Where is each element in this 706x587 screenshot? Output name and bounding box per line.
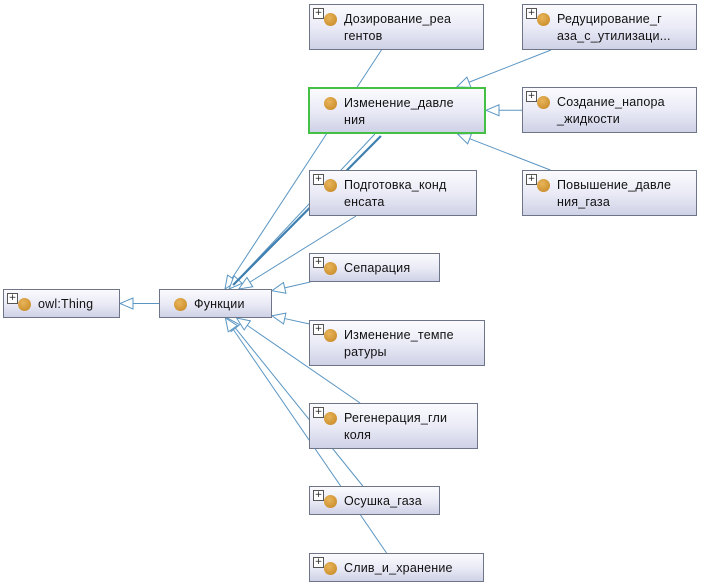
plus-icon[interactable]: + — [313, 8, 324, 19]
node-label: Редуцирование_г аза_с_утилизаци... — [557, 12, 671, 43]
arrowhead-izmenenie-temperatury — [270, 312, 287, 325]
plus-icon[interactable]: + — [313, 174, 324, 185]
class-dot-icon — [324, 562, 337, 575]
node-dozirovanie-reagentov[interactable]: + Дозирование_реа гентов — [309, 4, 484, 50]
edge-povyshenie-davleniya-gaza-to-izmenenie-davleniya — [469, 138, 551, 171]
node-povyshenie-davleniya-gaza[interactable]: + Повышение_давле ния_газа — [522, 170, 697, 216]
class-dot-icon — [324, 179, 337, 192]
plus-icon[interactable]: + — [313, 490, 324, 501]
node-label: Изменение_давле ния — [344, 96, 454, 127]
node-label: Сепарация — [344, 261, 411, 275]
edge-podgotovka-kondensata-to-funktsii — [249, 215, 357, 283]
node-funktsii[interactable]: Функции — [159, 289, 272, 318]
arrowhead-sozdanie-napora — [484, 104, 500, 117]
plus-icon[interactable]: + — [526, 91, 537, 102]
plus-icon[interactable]: + — [313, 407, 324, 418]
node-izmenenie-davleniya[interactable]: Изменение_давле ния — [308, 87, 486, 134]
edge-osushka-gaza-to-funktsii — [234, 327, 364, 487]
node-regeneratsiya-glikolya[interactable]: + Регенерация_гли коля — [309, 403, 478, 449]
plus-icon[interactable]: + — [526, 174, 537, 185]
node-osushka-gaza[interactable]: + Осушка_газа — [309, 486, 440, 515]
class-dot-icon — [537, 96, 550, 109]
class-dot-icon — [324, 262, 337, 275]
node-podgotovka-kondensata[interactable]: + Подготовка_конд енсата — [309, 170, 477, 216]
edge-redutsirovanie-gaza-to-izmenenie-davleniya — [468, 49, 552, 83]
plus-icon[interactable]: + — [313, 557, 324, 568]
node-label: Повышение_давле ния_газа — [557, 178, 672, 209]
node-redutsirovanie-gaza[interactable]: + Редуцирование_г аза_с_утилизаци... — [522, 4, 697, 50]
plus-icon[interactable]: + — [526, 8, 537, 19]
edge-separatsiya-to-funktsii — [284, 281, 311, 289]
edge-regeneratsiya-glikolya-to-funktsii — [246, 324, 361, 404]
node-label: Осушка_газа — [344, 494, 422, 508]
edge-dozirovanie-reagentov-to-funktsii — [231, 49, 382, 279]
edge-izmenenie-temperatury-to-funktsii — [284, 318, 310, 325]
node-label: Дозирование_реа гентов — [344, 12, 452, 43]
node-label: Создание_напора _жидкости — [557, 95, 665, 126]
selected-edge-highlight — [232, 135, 382, 286]
node-owl-thing[interactable]: + owl:Thing — [3, 289, 120, 318]
class-dot-icon — [324, 329, 337, 342]
class-dot-icon — [18, 298, 31, 311]
node-label: Функции — [194, 297, 245, 311]
arrowhead-redutsirovanie-gaza — [455, 76, 472, 88]
class-dot-icon — [537, 13, 550, 26]
node-label: Регенерация_гли коля — [344, 411, 448, 442]
class-dot-icon — [324, 13, 337, 26]
node-sliv-i-hranenie[interactable]: + Слив_и_хранение — [309, 553, 484, 582]
edge-izmenenie-davleniya-to-funktsii — [237, 133, 376, 280]
arrowhead-sliv-i-hranenie — [224, 316, 239, 333]
node-sozdanie-napora[interactable]: + Создание_напора _жидкости — [522, 87, 697, 133]
node-label: Слив_и_хранение — [344, 561, 453, 575]
plus-icon[interactable]: + — [7, 293, 18, 304]
node-separatsiya[interactable]: + Сепарация — [309, 253, 440, 282]
arrowhead-povyshenie-davleniya-gaza — [456, 133, 473, 145]
arrowhead-podgotovka-kondensata — [237, 276, 254, 290]
class-dot-icon — [537, 179, 550, 192]
arrowhead-regeneratsiya-glikolya — [235, 317, 252, 331]
arrowhead-separatsiya — [270, 281, 287, 294]
arrowhead-funktsii — [118, 297, 134, 310]
node-label: Изменение_темпе ратуры — [344, 328, 454, 359]
plus-icon[interactable]: + — [313, 324, 324, 335]
node-label: owl:Thing — [38, 297, 94, 311]
node-izmenenie-temperatury[interactable]: + Изменение_темпе ратуры — [309, 320, 485, 366]
node-label: Подготовка_конд енсата — [344, 178, 447, 209]
plus-icon[interactable]: + — [313, 257, 324, 268]
class-dot-icon — [324, 412, 337, 425]
class-dot-icon — [324, 97, 337, 110]
class-dot-icon — [324, 495, 337, 508]
class-dot-icon — [174, 298, 187, 311]
